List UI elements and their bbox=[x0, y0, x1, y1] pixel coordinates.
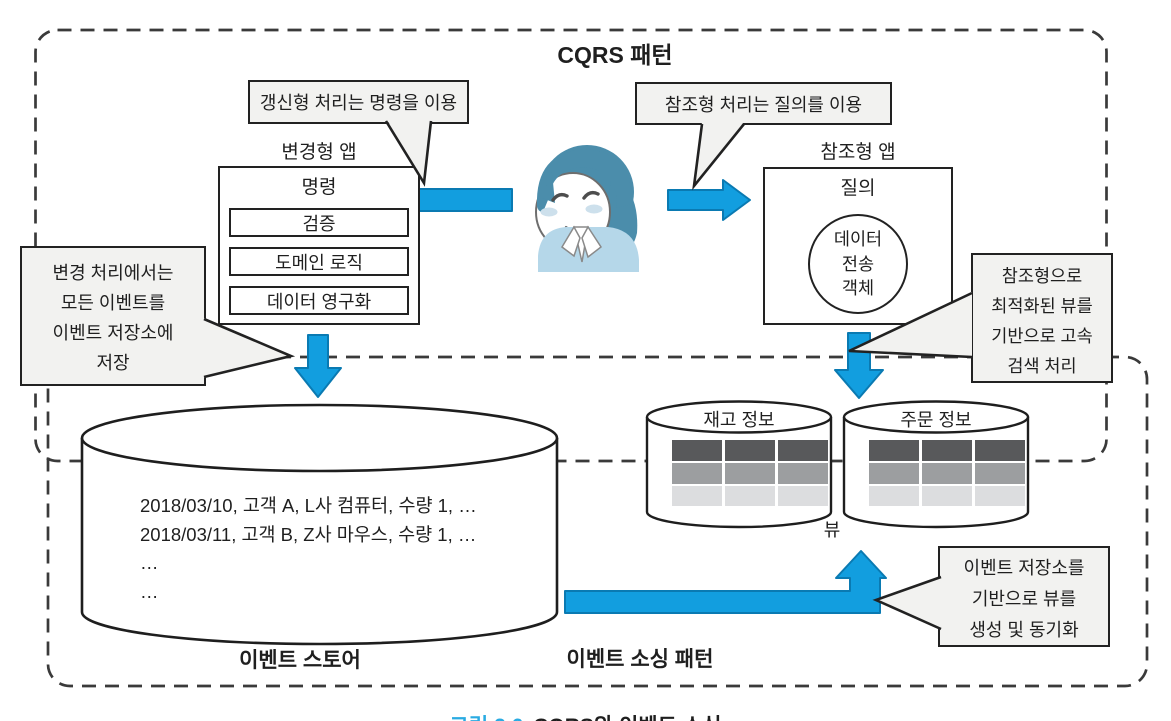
figure-caption: 그림 2.6 CQRS와 이벤트 소싱 bbox=[0, 710, 1171, 721]
figure-caption-number: 그림 2.6 bbox=[450, 715, 524, 721]
views-label: 뷰 bbox=[823, 520, 841, 540]
query-bubble-tail bbox=[692, 123, 746, 191]
sync-views-line-3: 생성 및 동기화 bbox=[969, 620, 1079, 640]
query-speech-bubble-text: 참조형 처리는 질의를 이용 bbox=[664, 94, 863, 115]
optimized-views-line-1: 참조형으로 bbox=[1001, 266, 1083, 286]
store-events-callout-tail bbox=[203, 317, 296, 379]
store-events-line-4: 저장 bbox=[96, 353, 130, 373]
event-record-1: 2018/03/10, 고객 A, L사 컴퓨터, 수량 1, … bbox=[140, 495, 477, 516]
sync-views-callout: 이벤트 저장소를 기반으로 뷰를 생성 및 동기화 bbox=[938, 546, 1110, 647]
command-app-header: 명령 bbox=[301, 177, 337, 198]
command-layer-persistence: 데이터 영구화 bbox=[229, 286, 409, 315]
orders-table-grid bbox=[869, 440, 1025, 506]
dto-circle: 데이터 전송 객체 bbox=[808, 214, 908, 314]
orders-view-label: 주문 정보 bbox=[900, 410, 972, 430]
optimized-views-line-2: 최적화된 뷰를 bbox=[991, 296, 1093, 316]
event-sourcing-pattern-title: 이벤트 소싱 패턴 bbox=[566, 648, 714, 671]
query-speech-bubble: 참조형 처리는 질의를 이용 bbox=[635, 82, 892, 125]
arrow-store-to-views bbox=[564, 550, 887, 614]
event-record-4: … bbox=[140, 580, 159, 602]
sync-views-line-1: 이벤트 저장소를 bbox=[963, 558, 1085, 578]
sync-views-line-2: 기반으로 뷰를 bbox=[971, 589, 1077, 609]
store-events-line-2: 모든 이벤트를 bbox=[60, 293, 166, 313]
cqrs-pattern-title: CQRS 패턴 bbox=[557, 42, 673, 68]
store-events-line-1: 변경 처리에서는 bbox=[52, 263, 174, 283]
command-layer-persistence-label: 데이터 영구화 bbox=[266, 291, 372, 312]
optimized-views-line-3: 기반으로 고속 bbox=[991, 326, 1093, 346]
command-layer-domain-logic-label: 도메인 로직 bbox=[275, 252, 363, 273]
person-right-eye bbox=[582, 190, 600, 200]
update-speech-bubble: 갱신형 처리는 명령을 이용 bbox=[248, 80, 469, 124]
query-app-header: 질의 bbox=[840, 178, 876, 199]
command-layer-validation-label: 검증 bbox=[302, 213, 336, 234]
dto-line-3: 객체 bbox=[841, 278, 875, 299]
inventory-view-label: 재고 정보 bbox=[703, 410, 775, 430]
dto-line-1: 데이터 bbox=[833, 228, 883, 249]
event-store-records: 2018/03/10, 고객 A, L사 컴퓨터, 수량 1, … 2018/0… bbox=[140, 492, 477, 606]
person-icon bbox=[535, 145, 639, 272]
arrow-down-to-event-store bbox=[294, 334, 342, 398]
arrow-query-right bbox=[667, 179, 751, 221]
event-store-label: 이벤트 스토어 bbox=[239, 649, 361, 672]
arrow-down-to-views bbox=[834, 332, 884, 399]
person-mouth bbox=[564, 225, 582, 232]
figure-caption-text: CQRS와 이벤트 소싱 bbox=[533, 715, 721, 721]
optimized-views-callout: 참조형으로 최적화된 뷰를 기반으로 고속 검색 처리 bbox=[971, 253, 1113, 383]
command-app-title: 변경형 앱 bbox=[281, 142, 357, 163]
command-layer-domain-logic: 도메인 로직 bbox=[229, 247, 409, 276]
person-left-eye bbox=[551, 192, 569, 202]
event-record-3: … bbox=[140, 552, 159, 573]
query-app-title: 참조형 앱 bbox=[820, 142, 896, 163]
event-record-2: 2018/03/11, 고객 B, Z사 마우스, 수량 1, … bbox=[140, 523, 477, 545]
command-layer-validation: 검증 bbox=[229, 208, 409, 237]
command-app-box: 명령 검증 도메인 로직 데이터 영구화 bbox=[218, 166, 420, 325]
store-events-line-3: 이벤트 저장소에 bbox=[52, 323, 174, 343]
store-events-callout: 변경 처리에서는 모든 이벤트를 이벤트 저장소에 저장 bbox=[20, 246, 206, 386]
update-speech-bubble-text: 갱신형 처리는 명령을 이용 bbox=[259, 93, 458, 113]
optimized-views-line-4: 검색 처리 bbox=[1007, 356, 1077, 376]
inventory-table-grid bbox=[672, 440, 828, 506]
sync-views-callout-tail bbox=[872, 575, 942, 631]
dto-line-2: 전송 bbox=[841, 253, 875, 274]
